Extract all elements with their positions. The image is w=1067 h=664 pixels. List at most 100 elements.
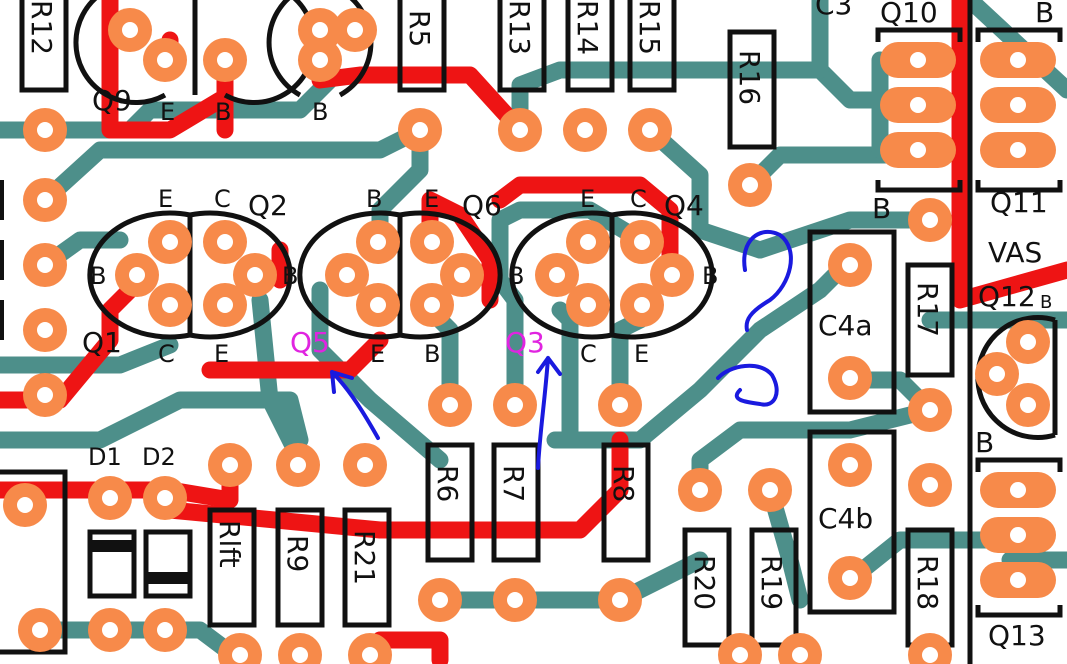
pad-hole — [612, 592, 628, 608]
resistor-r7-box — [491, 442, 541, 563]
transistor-label-q11: Q11 — [990, 186, 1048, 219]
q10-pin-b: B — [872, 192, 891, 225]
pad-hole — [347, 22, 363, 38]
resistor-r13-box — [497, 0, 547, 93]
trace — [951, 0, 1067, 309]
pad-hole — [37, 257, 53, 273]
q3-pin-c: C — [580, 340, 597, 368]
pad-hole — [222, 457, 238, 473]
trace — [161, 431, 629, 539]
q6-pin-b: B — [366, 185, 382, 213]
q3-pin-e: E — [634, 340, 649, 368]
pad-hole — [664, 267, 680, 283]
resistor-r12-box — [19, 0, 69, 93]
pad-hole — [339, 267, 355, 283]
transistor-label-q4: Q4 — [664, 189, 704, 222]
diode-label-d2: D2 — [142, 443, 176, 471]
pad-hole — [157, 52, 173, 68]
resistor-r6-box — [425, 442, 475, 563]
pad-hole — [162, 234, 178, 250]
trace — [491, 176, 679, 269]
q2-pin-b: B — [282, 262, 298, 290]
transistor-label-q10: Q10 — [880, 0, 938, 29]
transistor-label-q6: Q6 — [462, 189, 502, 222]
pad-hole — [37, 192, 53, 208]
resistor-r8-box — [601, 442, 651, 563]
capacitor-label-c4a: C4a — [818, 309, 873, 342]
pad-hole — [424, 234, 440, 250]
trace — [101, 0, 229, 139]
pad-hole — [634, 234, 650, 250]
resistor-label-r20: R20 — [688, 555, 721, 610]
trace — [251, 291, 309, 469]
pad-hole — [290, 457, 306, 473]
resistor-rlft-box — [207, 507, 257, 628]
q6-pin-b-right: B — [508, 262, 524, 290]
resistor-label-r5: R5 — [403, 10, 436, 47]
resistor-r16-box — [727, 29, 777, 150]
pad-hole — [102, 622, 118, 638]
diode-d2-body — [143, 529, 193, 599]
capacitor-label-c3: C3 — [815, 0, 852, 21]
diode-d1-band — [90, 540, 134, 552]
q11-frame — [975, 27, 1063, 193]
pad-hole — [507, 592, 523, 608]
pad-hole — [370, 234, 386, 250]
pad-hole — [732, 647, 748, 663]
q9-pin-b: B — [215, 98, 231, 126]
pads — [3, 8, 1056, 664]
question-mark-dot — [716, 363, 779, 407]
pad-hole — [1020, 397, 1036, 413]
resistor-label-r13: R13 — [503, 0, 536, 55]
transistor-label-q1: Q1 — [82, 326, 122, 359]
pad-hole — [157, 490, 173, 506]
pad-hole — [507, 397, 523, 413]
q2-pin-c: C — [214, 185, 231, 213]
pad-hole — [612, 397, 628, 413]
pad-hole — [842, 370, 858, 386]
resistor-r20-box — [682, 527, 732, 648]
q4-pin-b: B — [702, 262, 718, 290]
q5-pin-e: E — [370, 340, 385, 368]
pad-hole — [454, 267, 470, 283]
resistor-label-r14: R14 — [571, 0, 604, 55]
resistor-r21-box — [342, 507, 392, 628]
vas-label: VAS — [988, 236, 1042, 269]
labels: R12 R5 R13 R14 R15 R16 R17 R6 R7 R8 Rlft… — [25, 0, 1054, 652]
resistor-label-r16: R16 — [733, 50, 766, 105]
trace — [311, 66, 529, 139]
resistor-label-r6: R6 — [431, 465, 464, 502]
pad-hole — [1010, 527, 1026, 543]
resistor-label-r21: R21 — [348, 530, 381, 585]
pad-hole — [577, 122, 593, 138]
trace — [371, 631, 449, 664]
pad-hole — [762, 482, 778, 498]
pad-hole — [312, 52, 328, 68]
resistor-label-r12: R12 — [25, 0, 58, 55]
pad-hole — [1010, 142, 1026, 158]
q13-pin-b: B — [975, 426, 994, 459]
q-top-pin-b: B — [312, 98, 328, 126]
pad-hole — [742, 177, 758, 193]
pad-hole — [922, 402, 938, 418]
pad-hole — [357, 457, 373, 473]
trace — [201, 331, 389, 379]
pad-hole — [37, 387, 53, 403]
capacitor-c4b-box — [807, 429, 897, 615]
pad-hole — [1010, 572, 1026, 588]
q4-pin-e: E — [580, 185, 595, 213]
q13-frame — [975, 457, 1063, 618]
pad-hole — [910, 142, 926, 158]
resistor-label-r18: R18 — [911, 555, 944, 610]
pad-hole — [580, 234, 596, 250]
pad-hole — [424, 297, 440, 313]
diode-d1-body — [87, 529, 137, 599]
pad-hole — [989, 366, 1005, 382]
pad-hole — [442, 397, 458, 413]
q1-pin-e: E — [214, 340, 229, 368]
resistor-label-r15: R15 — [633, 0, 666, 55]
q10-frame — [875, 27, 963, 193]
resistor-r5-box — [397, 0, 447, 93]
pad-hole — [412, 122, 428, 138]
